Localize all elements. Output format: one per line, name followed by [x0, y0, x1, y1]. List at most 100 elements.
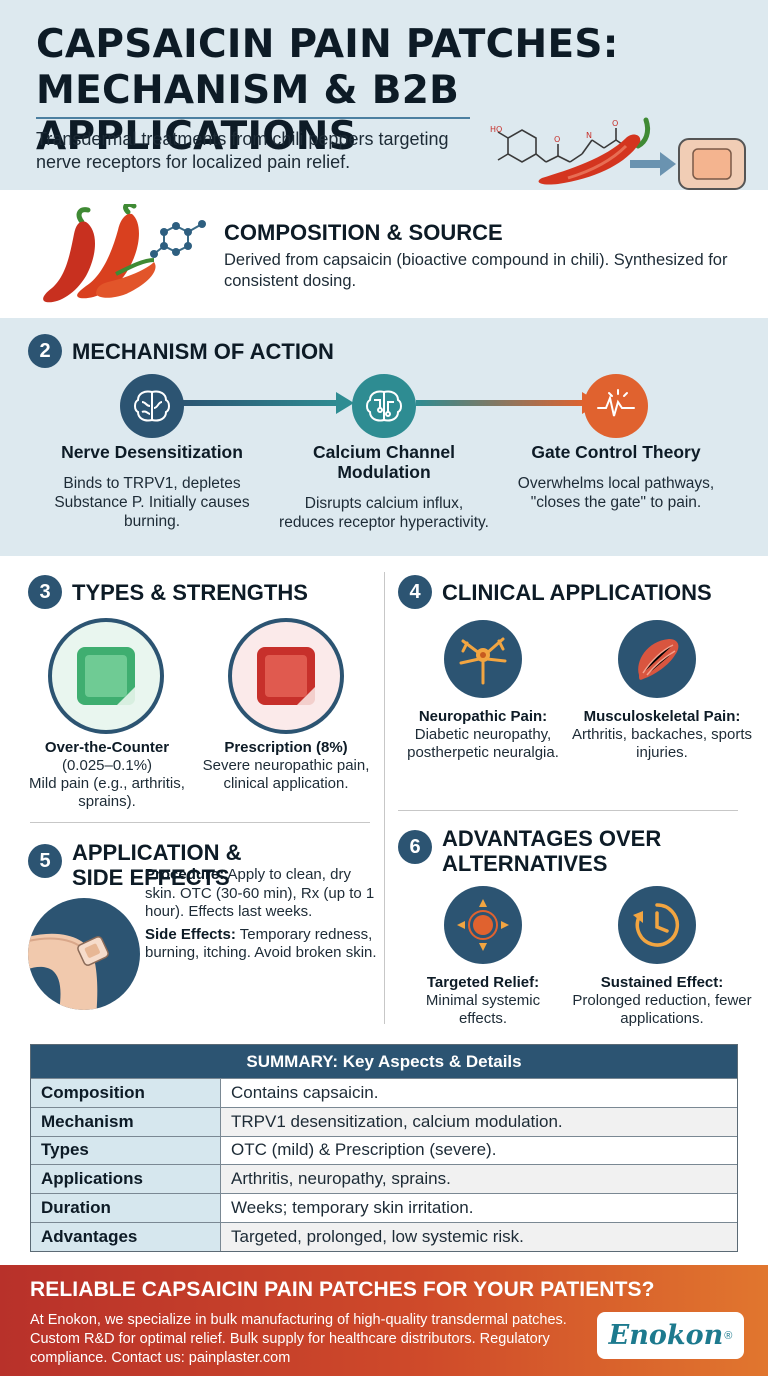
- column-divider: [384, 572, 385, 1024]
- patch-icon: [678, 138, 746, 190]
- table-row: Composition Contains capsaicin.: [31, 1078, 737, 1107]
- chili-pepper-icon: [538, 117, 651, 185]
- table-value: Targeted, prolonged, low systemic risk.: [221, 1222, 737, 1251]
- table-key: Composition: [31, 1079, 221, 1107]
- title-line-1: CAPSAICIN PAIN PATCHES:: [36, 22, 619, 67]
- clinical-item-text: Arthritis, backaches, sports injuries.: [571, 726, 753, 761]
- type-item-heading: Prescription (8%): [224, 739, 348, 756]
- pain-signal-icon: [584, 374, 648, 438]
- advantage-item-text: Prolonged reduction, fewer applications.: [572, 992, 752, 1027]
- table-row: Applications Arthritis, neuropathy, spra…: [31, 1164, 737, 1194]
- side-effects-label: Side Effects:: [145, 925, 236, 943]
- section-number: 6: [398, 830, 432, 864]
- title-divider: [36, 117, 470, 119]
- application-text: Procedure: Apply to clean, dry skin. OTC…: [145, 866, 377, 963]
- mechanism-item-text: Overwhelms local pathways, "closes the g…: [517, 475, 715, 511]
- clock-icon: [618, 886, 696, 964]
- mechanism-title: MECHANISM OF ACTION: [72, 338, 334, 364]
- section-number: 2: [28, 334, 62, 368]
- clinical-item-heading: Neuropathic Pain:: [418, 708, 548, 725]
- section-number: 3: [28, 575, 62, 609]
- svg-text:O: O: [554, 135, 560, 144]
- mechanism-item-text: Binds to TRPV1, depletes Substance P. In…: [54, 475, 250, 530]
- section-number: 4: [398, 575, 432, 609]
- green-patch-icon: [48, 618, 164, 734]
- brain-circuit-icon: [352, 374, 416, 438]
- enokon-logo[interactable]: Enokon®: [597, 1312, 744, 1359]
- advantage-item-heading: Targeted Relief:: [426, 974, 540, 991]
- type-item-heading: Over-the-Counter: [44, 739, 170, 756]
- mechanism-item-calcium: Calcium Channel Modulation Disrupts calc…: [279, 442, 489, 532]
- table-value: TRPV1 desensitization, calcium modulatio…: [221, 1107, 737, 1136]
- table-value: Weeks; temporary skin irritation.: [221, 1194, 737, 1222]
- type-item-strength: (0.025–0.1%): [61, 757, 153, 774]
- clinical-item-heading: Musculoskeletal Pain:: [583, 708, 741, 725]
- clinical-item-musculoskeletal: Musculoskeletal Pain: Arthritis, backach…: [564, 708, 760, 762]
- target-icon: [444, 886, 522, 964]
- mechanism-item-heading: Nerve Desensitization: [61, 442, 243, 462]
- mechanism-item-heading: Gate Control Theory: [531, 442, 701, 462]
- clinical-heading: 4 CLINICAL APPLICATIONS: [398, 575, 712, 609]
- table-key: Applications: [31, 1165, 221, 1194]
- application-title-line-1: APPLICATION &: [72, 840, 242, 865]
- arrow-right-icon: [630, 152, 676, 176]
- summary-table: SUMMARY: Key Aspects & Details Compositi…: [30, 1044, 738, 1252]
- svg-text:HO: HO: [490, 125, 502, 134]
- application-heading: 5 APPLICATION & SIDE EFFECTS: [28, 840, 241, 890]
- chili-peppers-icon: [43, 204, 206, 303]
- advantages-title-line-2: ALTERNATIVES: [442, 851, 608, 876]
- section-divider: [30, 822, 370, 823]
- advantage-item-sustained: Sustained Effect: Prolonged reduction, f…: [566, 974, 758, 1028]
- table-value: Arthritis, neuropathy, sprains.: [221, 1165, 737, 1194]
- table-key: Advantages: [31, 1222, 221, 1251]
- page-subtitle: Transdermal treatments from chili pepper…: [36, 129, 449, 172]
- brain-icon: [120, 374, 184, 438]
- mechanism-item-gate-control: Gate Control Theory Overwhelms local pat…: [511, 442, 721, 512]
- mechanism-item-heading: Calcium Channel Modulation: [313, 442, 455, 482]
- section-number: 5: [28, 844, 62, 878]
- table-row: Types OTC (mild) & Prescription (severe)…: [31, 1135, 737, 1165]
- procedure-text: Apply to clean, dry skin. OTC (30-60 min…: [145, 866, 375, 920]
- side-effects-text: Temporary redness, burning, itching. Avo…: [145, 925, 377, 962]
- table-row: Mechanism TRPV1 desensitization, calcium…: [31, 1106, 737, 1136]
- advantages-title: ADVANTAGES OVER ALTERNATIVES: [442, 826, 661, 876]
- advantage-item-targeted: Targeted Relief: Minimal systemic effect…: [404, 974, 562, 1028]
- registered-mark: ®: [724, 1329, 733, 1342]
- clinical-item-neuropathic: Neuropathic Pain: Diabetic neuropathy, p…: [404, 708, 562, 762]
- clinical-title: CLINICAL APPLICATIONS: [442, 579, 712, 605]
- svg-text:O: O: [612, 119, 618, 128]
- mechanism-section: 2 MECHANISM OF ACTION Nerve Desensitizat…: [0, 318, 768, 556]
- svg-text:N: N: [586, 131, 592, 140]
- table-key: Types: [31, 1136, 221, 1165]
- title-line-2: MECHANISM & B2B APPLICATIONS: [36, 68, 460, 159]
- mechanism-item-text: Disrupts calcium influx, reduces recepto…: [279, 495, 489, 531]
- table-value: Contains capsaicin.: [221, 1079, 737, 1107]
- composition-section: COMPOSITION & SOURCE Derived from capsai…: [0, 190, 768, 318]
- clinical-item-text: Diabetic neuropathy, postherpetic neural…: [407, 726, 559, 761]
- neuron-icon: [444, 620, 522, 698]
- header: CAPSAICIN PAIN PATCHES: MECHANISM & B2B …: [0, 0, 768, 190]
- table-row: Duration Weeks; temporary skin irritatio…: [31, 1193, 737, 1222]
- muscle-icon: [618, 620, 696, 698]
- mechanism-heading: 2 MECHANISM OF ACTION: [28, 334, 334, 368]
- table-row: Advantages Targeted, prolonged, low syst…: [31, 1221, 737, 1251]
- type-item-otc: Over-the-Counter (0.025–0.1%) Mild pain …: [20, 739, 194, 811]
- type-item-text: Severe neuropathic pain, clinical applic…: [202, 757, 370, 792]
- advantage-item-text: Minimal systemic effects.: [425, 992, 541, 1027]
- table-value: OTC (mild) & Prescription (severe).: [221, 1136, 737, 1165]
- application-title-line-2: SIDE EFFECTS: [72, 865, 230, 890]
- elbow-patch-icon: [28, 898, 140, 1010]
- table-key: Duration: [31, 1194, 221, 1222]
- types-title: TYPES & STRENGTHS: [72, 579, 308, 605]
- type-item-text: Mild pain (e.g., arthritis, sprains).: [29, 775, 185, 810]
- red-patch-icon: [228, 618, 344, 734]
- table-key: Mechanism: [31, 1107, 221, 1136]
- logo-text: Enokon: [608, 1320, 724, 1351]
- application-title: APPLICATION & SIDE EFFECTS: [72, 840, 241, 890]
- page-title: CAPSAICIN PAIN PATCHES: MECHANISM & B2B …: [36, 22, 768, 160]
- footer-title: RELIABLE CAPSAICIN PAIN PATCHES FOR YOUR…: [30, 1278, 655, 1301]
- summary-table-title: SUMMARY: Key Aspects & Details: [31, 1045, 737, 1078]
- types-heading: 3 TYPES & STRENGTHS: [28, 575, 308, 609]
- footer-banner: RELIABLE CAPSAICIN PAIN PATCHES FOR YOUR…: [0, 1265, 768, 1376]
- procedure-label: Procedure:: [145, 866, 225, 883]
